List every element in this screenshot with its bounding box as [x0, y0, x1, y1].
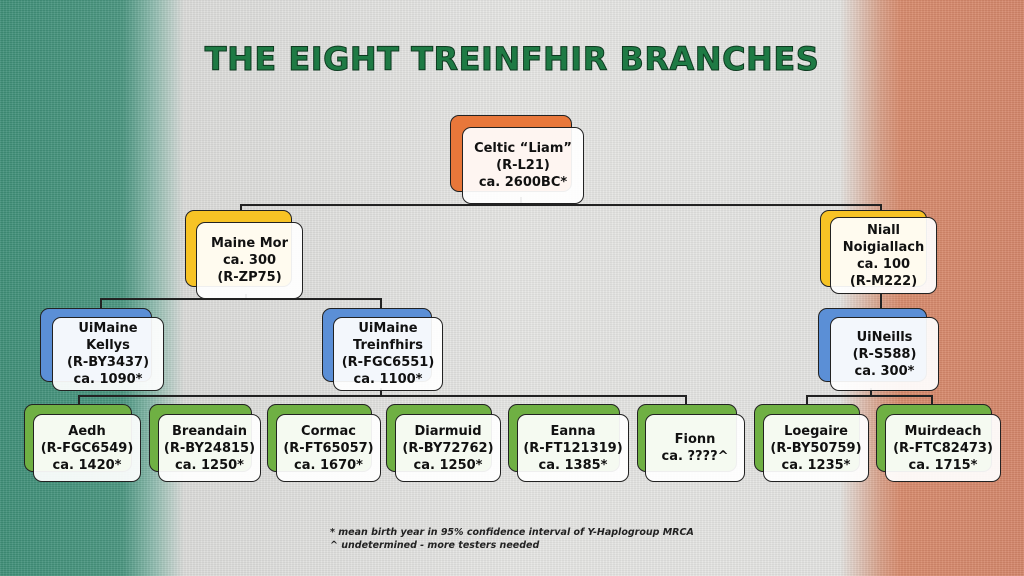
node-text-line: (R-ZP75): [217, 270, 282, 285]
node-card: Loegaire(R-BY50759)ca. 1235*: [763, 414, 869, 482]
node-text-line: ca. 1090*: [73, 372, 143, 387]
node-text-line: Celtic “Liam”: [474, 141, 572, 156]
node-text-line: Treinfhirs: [353, 338, 423, 353]
footnote-caret: ^ undetermined - more testers needed: [330, 540, 540, 551]
node-text-line: ca. 100: [856, 256, 911, 272]
node-text-line: ca. 300: [222, 253, 277, 268]
node-text-line: Aedh: [68, 423, 106, 439]
node-card: Cormac(R-FT65057)ca. 1670*: [276, 414, 381, 482]
node-card: Diarmuid(R-BY72762)ca. 1250*: [395, 414, 501, 482]
node-text-line: ca. 300*: [854, 363, 915, 379]
node-card: Maine Mor ca. 300 (R-ZP75): [196, 222, 303, 299]
node-text-line: (R-FT65057): [283, 440, 374, 456]
node-text-line: Kellys: [86, 338, 130, 353]
node-text-line: (R-BY24815): [163, 440, 256, 456]
node-text-line: (R-L21): [496, 158, 550, 173]
node-text-line: Maine Mor: [210, 236, 289, 251]
footnotes: * mean birth year in 95% confidence inte…: [330, 526, 694, 552]
node-text-line: Noigiallach: [842, 239, 925, 255]
node-text-line: ca. 1670*: [294, 457, 363, 473]
node-card: UiNeills(R-S588)ca. 300*: [830, 317, 939, 391]
node-text-line: (R-FT121319): [523, 440, 623, 456]
node-text-line: Niall: [866, 222, 901, 238]
node-card: Muirdeach(R-FTC82473)ca. 1715*: [885, 414, 1001, 482]
node-text-line: (R-BY3437): [66, 355, 150, 370]
node-text-line: UiMaine: [358, 321, 418, 336]
node-text-line: (R-S588): [852, 346, 917, 362]
node-text-line: ca. 1235*: [781, 457, 851, 473]
node-card: Breandain(R-BY24815)ca. 1250*: [158, 414, 261, 482]
node-text-line: (R-BY50759): [770, 440, 862, 456]
node-text-line: UiNeills: [856, 329, 913, 345]
page-title: THE EIGHT TREINFHIR BRANCHES: [204, 40, 820, 79]
node-text-line: ca. 1385*: [538, 457, 608, 473]
node-card: Aedh(R-FGC6549)ca. 1420*: [33, 414, 141, 482]
node-text-line: ca. 1250*: [175, 457, 244, 473]
node-card: Celtic “Liam” (R-L21) ca. 2600BC*: [462, 127, 584, 204]
node-text-line: Eanna: [550, 423, 596, 439]
node-text-line: (R-BY72762): [402, 440, 494, 456]
node-text-line: Cormac: [301, 423, 356, 439]
node-text-line: ca. 2600BC*: [478, 175, 568, 190]
node-card: Fionn ca. ????^: [645, 414, 745, 482]
node-text-line: (R-FTC82473): [893, 440, 993, 456]
node-text-line: Loegaire: [784, 423, 848, 439]
node-text-line: (R-FGC6551): [341, 355, 435, 370]
node-text-line: ca. 1100*: [353, 372, 423, 387]
footnote-asterisk: * mean birth year in 95% confidence inte…: [330, 527, 694, 538]
node-text-line: Fionn: [674, 432, 716, 447]
node-text-line: (R-M222): [849, 273, 918, 289]
node-text-line: Diarmuid: [414, 423, 482, 439]
node-text-line: ca. 1420*: [52, 457, 122, 473]
node-text-line: ca. 1715*: [908, 457, 978, 473]
node-text-line: ca. 1250*: [413, 457, 483, 473]
node-text-line: ca. ????^: [661, 449, 729, 464]
node-text-line: (R-FGC6549): [40, 440, 134, 456]
node-text-line: Breandain: [172, 423, 247, 439]
node-card: Eanna(R-FT121319)ca. 1385*: [517, 414, 629, 482]
node-text-line: Muirdeach: [904, 423, 982, 439]
node-text-line: UiMaine: [78, 321, 138, 336]
